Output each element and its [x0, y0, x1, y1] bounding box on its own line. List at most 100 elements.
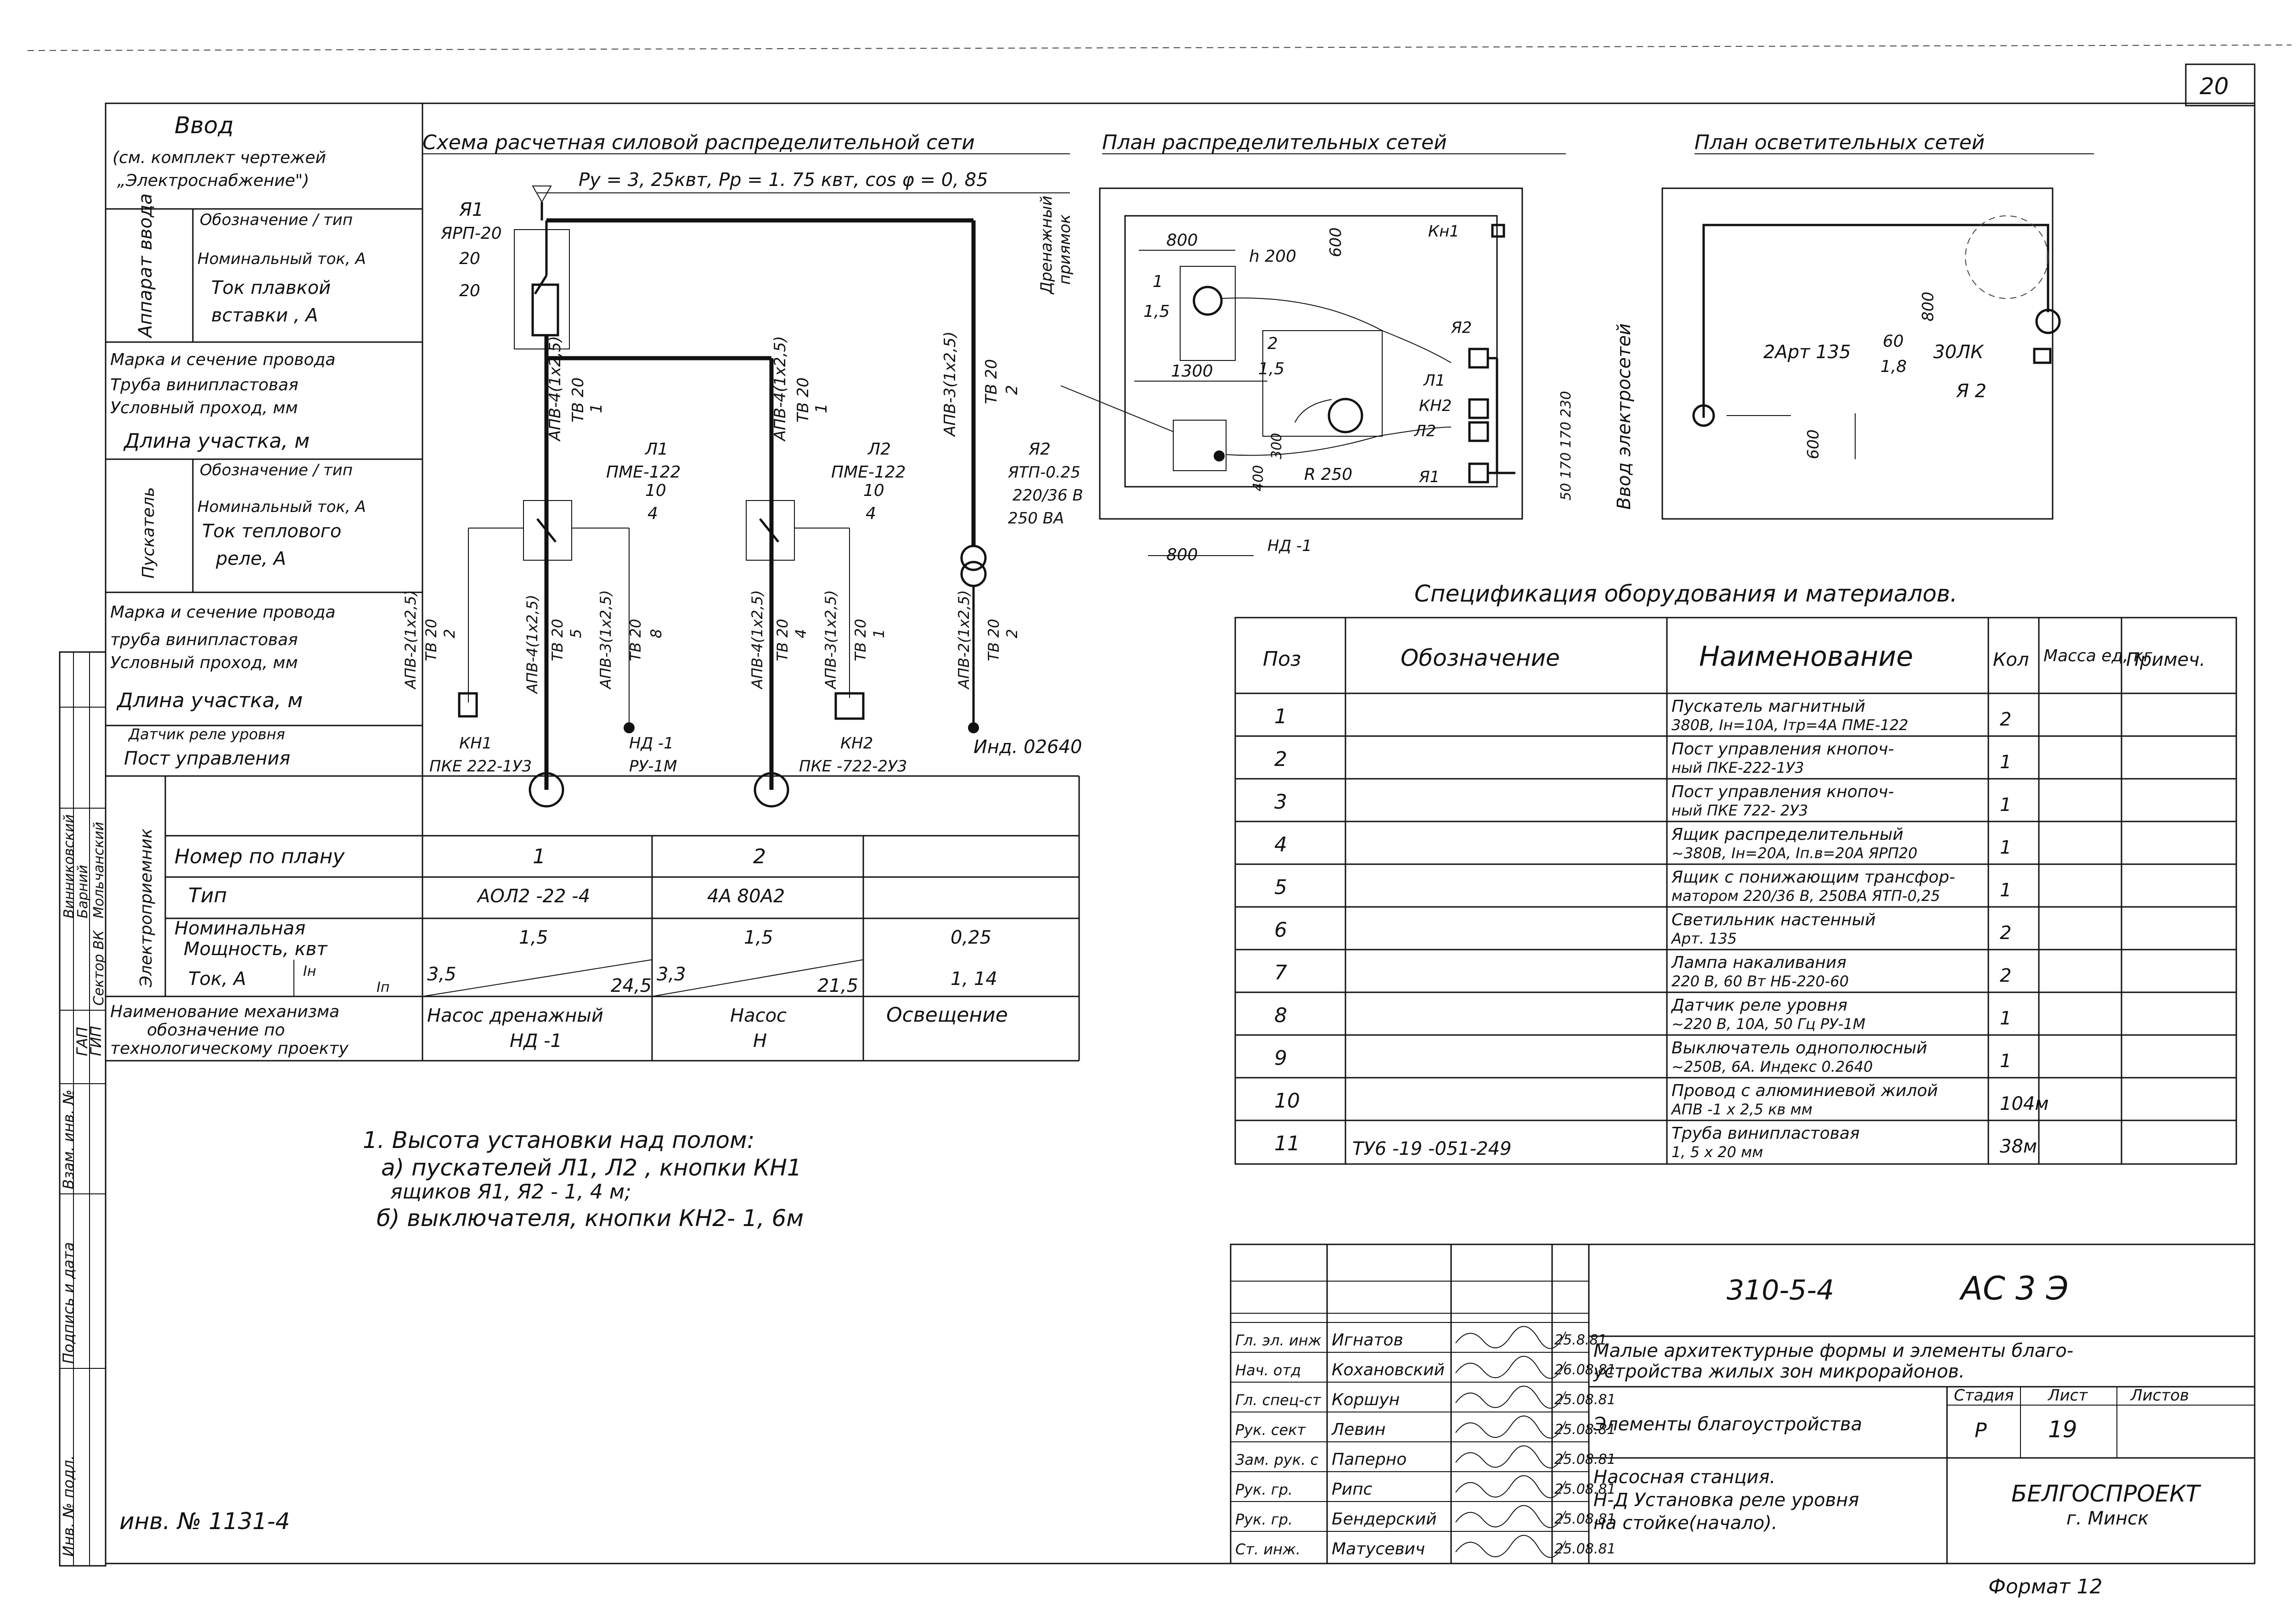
- svg-text:ПМЕ-122: ПМЕ-122: [606, 463, 681, 482]
- tb-date: 25.8.81: [1554, 1332, 1607, 1348]
- spec-name-1: Ящик с понижающим трансфор-: [1671, 868, 1955, 887]
- tb-date: 25.08.81: [1554, 1451, 1616, 1468]
- svg-text:Условный проход, мм: Условный проход, мм: [110, 653, 298, 672]
- spec-pos: 6: [1274, 918, 1287, 942]
- svg-text:Н-Д Установка реле уровня: Н-Д Установка реле уровня: [1593, 1490, 1859, 1511]
- spec-name-1: Провод с алюминиевой жилой: [1671, 1081, 1938, 1100]
- svg-text:приямок: приямок: [1056, 214, 1074, 285]
- svg-text:АПВ-4(1x2,5): АПВ-4(1x2,5): [771, 336, 789, 442]
- svg-text:Пост управления: Пост управления: [124, 748, 290, 769]
- svg-text:Ток, А: Ток, А: [188, 968, 246, 990]
- lighting-plan: План осветительных сетей 800 2Арт 135 60…: [1661, 131, 2094, 520]
- tb-person: Игнатов: [1332, 1331, 1403, 1350]
- svg-text:Л1: Л1: [1423, 371, 1445, 390]
- svg-text:Поз: Поз: [1263, 647, 1301, 671]
- svg-text:Л2: Л2: [1413, 422, 1436, 440]
- signature-scribble: [1455, 1385, 1566, 1409]
- svg-text:Я 2: Я 2: [1956, 381, 1986, 402]
- svg-text:Освещение: Освещение: [886, 1003, 1008, 1027]
- svg-text:2: 2: [441, 629, 458, 638]
- spec-name-1: Пускатель магнитный: [1671, 697, 1865, 716]
- spec-table: Спецификация оборудования и материалов. …: [1234, 580, 2237, 1165]
- svg-text:Ток теплового: Ток теплового: [202, 521, 341, 542]
- svg-text:3,3: 3,3: [657, 964, 686, 985]
- svg-text:220/36 В: 220/36 В: [1013, 486, 1083, 505]
- svg-text:4: 4: [647, 504, 658, 523]
- svg-text:ЯРП-20: ЯРП-20: [440, 224, 502, 243]
- svg-text:Насосная станция.: Насосная станция.: [1593, 1467, 1775, 1488]
- sheet-number: 20: [2200, 73, 2229, 100]
- svg-text:2: 2: [1003, 629, 1021, 638]
- svg-text:Сектор ВК: Сектор ВК: [91, 929, 107, 1006]
- spec-name-2: ный ПКЕ 722- 2У3: [1671, 802, 1808, 819]
- svg-text:Я2: Я2: [1028, 440, 1051, 459]
- svg-text:Номинальная: Номинальная: [174, 918, 305, 939]
- spec-pos: 1: [1274, 705, 1287, 728]
- svg-text:2Арт 135: 2Арт 135: [1763, 342, 1851, 363]
- svg-text:Обозначение: Обозначение: [1401, 645, 1560, 671]
- spec-name-1: Труба винипластовая: [1671, 1124, 1860, 1143]
- svg-text:400: 400: [1250, 465, 1266, 491]
- spec-pos: 9: [1274, 1046, 1287, 1070]
- spec-qty: 2: [2000, 709, 2011, 730]
- svg-text:ТВ 20: ТВ 20: [569, 377, 587, 422]
- svg-text:Барний: Барний: [75, 865, 91, 918]
- light-plan-title: План осветительных сетей: [1694, 131, 1985, 154]
- svg-text:обозначение по: обозначение по: [147, 1021, 285, 1040]
- svg-text:Обозначение / тип: Обозначение / тип: [200, 461, 353, 479]
- tb-role: Гл. спец-ст: [1235, 1391, 1322, 1409]
- tb-role: Ст. инж.: [1235, 1541, 1300, 1558]
- svg-text:АПВ-2(1x2,5): АПВ-2(1x2,5): [955, 590, 973, 690]
- svg-text:1,8: 1,8: [1880, 357, 1907, 376]
- svg-text:50 170 170 230: 50 170 170 230: [1558, 391, 1574, 501]
- tb-date: 25.08.81: [1554, 1481, 1616, 1497]
- svg-text:Малые архитектурные формы и эл: Малые архитектурные формы и элементы бла…: [1593, 1340, 2073, 1361]
- tb-person: Рипс: [1332, 1480, 1373, 1499]
- tb-role: Рук. сект: [1235, 1421, 1306, 1439]
- spec-pos: 10: [1274, 1089, 1300, 1113]
- svg-text:1300: 1300: [1171, 362, 1213, 381]
- spec-name-1: Выключатель однополюсный: [1671, 1039, 1927, 1058]
- svg-text:30ЛК: 30ЛК: [1933, 342, 1984, 363]
- svg-text:вставки , А: вставки , А: [211, 305, 318, 326]
- svg-text:КН2: КН2: [1419, 397, 1452, 415]
- svg-text:а) пускателей Л1, Л2 , кнопки: а) пускателей Л1, Л2 , кнопки КН1: [381, 1154, 802, 1181]
- tb-date: 25.08.81: [1554, 1392, 1616, 1408]
- svg-text:ЯТП-0.25: ЯТП-0.25: [1007, 463, 1080, 482]
- spec-qty: 2: [2000, 965, 2011, 986]
- svg-text:Лист: Лист: [2047, 1386, 2088, 1405]
- power-scheme: Схема расчетная силовой распределительно…: [402, 131, 1083, 808]
- svg-text:ТВ 20: ТВ 20: [422, 619, 440, 661]
- svg-text:ПКЕ -722-2У3: ПКЕ -722-2У3: [799, 757, 907, 776]
- svg-text:300: 300: [1269, 433, 1285, 459]
- spec-name-2: ~250В, 6А. Индекс 0.2640: [1671, 1058, 1873, 1075]
- svg-text:4: 4: [792, 629, 810, 638]
- svg-text:ТВ 20: ТВ 20: [982, 359, 1001, 404]
- spec-name-2: 220 В, 60 Вт НБ-220-60: [1671, 973, 1849, 990]
- el-receiver-label: Электроприемник: [137, 828, 156, 988]
- svg-text:1,5: 1,5: [519, 927, 548, 948]
- signature-scribble: [1455, 1535, 1566, 1558]
- svg-text:600: 600: [1327, 227, 1345, 257]
- svg-text:5: 5: [567, 629, 585, 638]
- format-label: Формат 12: [1988, 1575, 2103, 1598]
- svg-text:Стадия: Стадия: [1954, 1386, 2014, 1405]
- inventory-number: инв. № 1131-4: [119, 1508, 290, 1535]
- svg-text:10: 10: [645, 481, 666, 500]
- spec-qty: 1: [2000, 794, 2011, 816]
- tb-person: Левин: [1331, 1420, 1385, 1439]
- svg-text:Номер по плану: Номер по плану: [174, 845, 345, 868]
- tb-role: Рук. гр.: [1235, 1481, 1293, 1498]
- spec-qty: 1: [2000, 1008, 2011, 1029]
- svg-text:Насос дренажный: Насос дренажный: [427, 1005, 603, 1026]
- svg-text:8: 8: [647, 629, 665, 638]
- svg-text:Марка и сечение провода: Марка и сечение провода: [110, 350, 336, 369]
- tb-date: 25.08.81: [1554, 1422, 1616, 1438]
- svg-text:Винниковский: Винниковский: [61, 814, 77, 918]
- side-stamp: ГАП ГИП Сектор ВК Винниковский Барний Мо…: [59, 651, 107, 1567]
- svg-text:Подпись и дата: Подпись и дата: [60, 1242, 77, 1364]
- svg-text:АПВ-4(1x2,5): АПВ-4(1x2,5): [748, 590, 766, 690]
- svg-text:20: 20: [459, 281, 480, 300]
- svg-text:КН1: КН1: [459, 734, 492, 753]
